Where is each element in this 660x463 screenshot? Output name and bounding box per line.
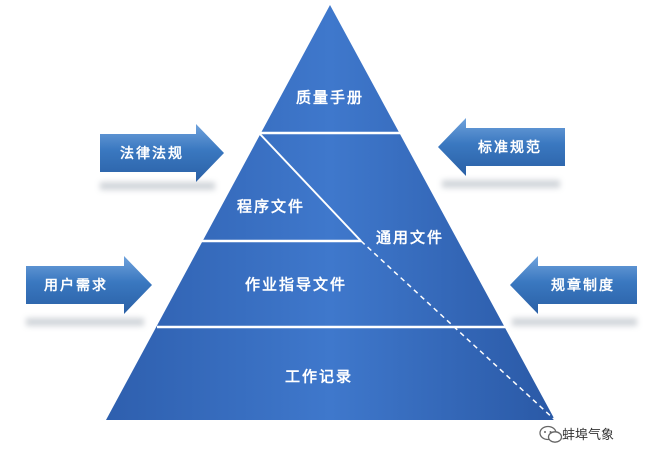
arrow-rules	[510, 256, 637, 314]
arrow-label-rules: 规章制度	[551, 278, 615, 294]
pyramid-dividers	[157, 131, 508, 329]
label-work-records: 工作记录	[284, 367, 354, 386]
wechat-icon	[539, 425, 563, 443]
arrow-laws	[100, 124, 224, 182]
arrow-shadows	[26, 180, 637, 326]
label-general-docs: 通用文件	[375, 228, 445, 247]
diagonal-dashed-divider	[360, 240, 556, 421]
diagonal-divider	[258, 132, 362, 242]
label-work-instructions: 作业指导文件	[244, 275, 348, 294]
arrow-label-standards: 标准规范	[478, 140, 542, 156]
arrow-label-user-needs: 用户需求	[44, 278, 108, 294]
watermark: 蚌埠气象	[562, 424, 614, 443]
arrow-standards	[438, 118, 565, 176]
label-quality-manual: 质量手册	[295, 88, 365, 107]
arrow-label-laws: 法律法规	[120, 146, 184, 162]
watermark-text: 蚌埠气象	[562, 428, 615, 443]
arrow-user-needs	[26, 256, 152, 314]
label-procedure-docs: 程序文件	[236, 197, 306, 216]
